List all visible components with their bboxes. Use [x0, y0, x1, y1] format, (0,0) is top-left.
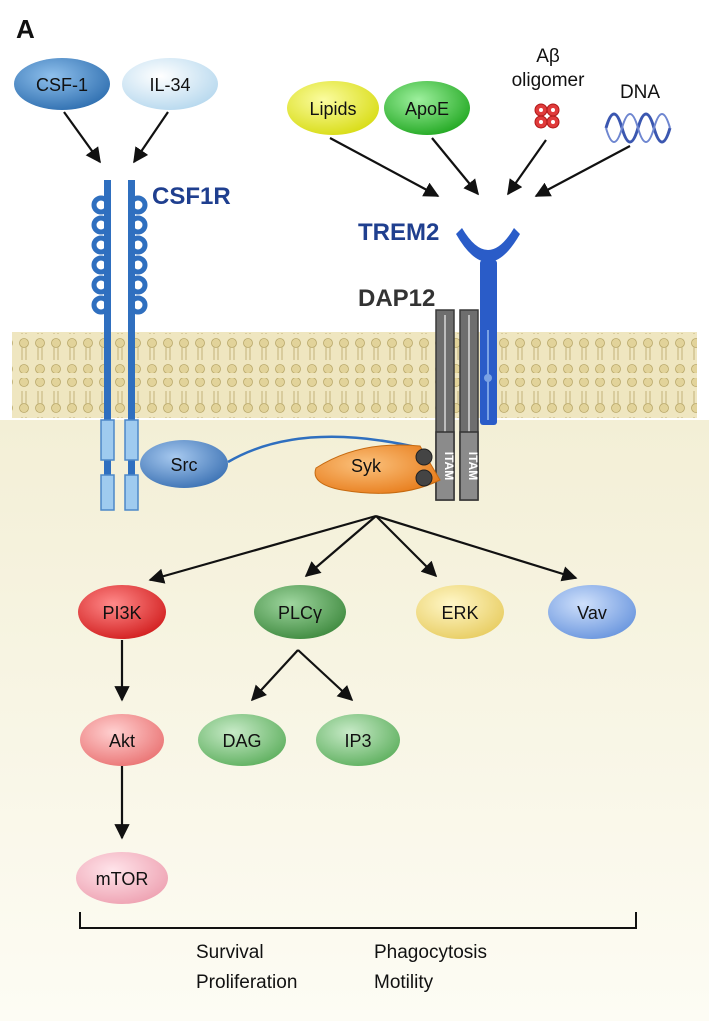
outcome-survival: Survival	[196, 942, 264, 963]
phospho-icon-2	[415, 469, 433, 487]
trem2-receptor	[456, 228, 520, 425]
outcome-phagocytosis: Phagocytosis	[374, 942, 487, 963]
src-syk-link	[227, 435, 421, 464]
plcy-node	[254, 585, 346, 639]
outcome-bracket	[79, 912, 637, 929]
syk-node	[314, 444, 441, 494]
ip3-node	[316, 714, 400, 766]
dag-node	[198, 714, 286, 766]
apoe-node	[384, 81, 470, 135]
outcome-proliferation: Proliferation	[196, 972, 297, 993]
erk-node	[416, 585, 504, 639]
dag-label: DAG	[222, 731, 261, 751]
src-node	[140, 440, 228, 488]
trem2-label: TREM2	[358, 219, 439, 246]
syk-label: Syk	[351, 456, 382, 476]
mtor-label: mTOR	[96, 869, 149, 889]
arrow-to-pi3k	[148, 514, 377, 584]
arrow-to-vav	[375, 514, 578, 582]
vav-label: Vav	[577, 603, 607, 623]
cell-membrane	[12, 332, 697, 418]
ip3-label: IP3	[344, 731, 371, 751]
itam-label-2: ITAM	[466, 452, 480, 480]
arrow-to-erk	[375, 515, 438, 578]
csf1r-label: CSF1R	[152, 183, 231, 210]
abeta-label-line1: Aβ	[536, 46, 560, 67]
phospho-icon-1	[415, 448, 433, 466]
erk-label: ERK	[441, 603, 478, 623]
akt-label: Akt	[109, 731, 135, 751]
dna-helix-icon	[604, 112, 672, 144]
vav-node	[548, 585, 636, 639]
abeta-oligomer-icon	[534, 103, 560, 129]
downstream-arrows	[114, 514, 578, 840]
src-label: Src	[171, 455, 198, 475]
arrow-abeta-trem2	[507, 139, 547, 196]
dna-label: DNA	[620, 82, 660, 103]
arrow-il34-csf1r	[133, 111, 169, 164]
itam-label-1: ITAM	[442, 452, 456, 480]
mtor-node	[76, 852, 168, 904]
pi3k-label: PI3K	[102, 603, 141, 623]
arrow-to-plcy	[304, 515, 377, 578]
ligand-arrows	[63, 111, 631, 197]
apoe-label: ApoE	[405, 99, 449, 119]
arrow-dna-trem2	[534, 145, 631, 197]
dap12-label: DAP12	[358, 285, 435, 312]
il34-label: IL-34	[149, 75, 190, 95]
dap12-adaptor	[435, 309, 479, 501]
arrow-lipids-trem2	[329, 137, 440, 197]
arrow-plcy-dag	[250, 649, 299, 702]
outcome-motility: Motility	[374, 972, 434, 993]
akt-node	[80, 714, 164, 766]
lipids-node	[287, 81, 379, 135]
pi3k-node	[78, 585, 166, 639]
arrow-plcy-ip3	[297, 649, 354, 702]
il34-node	[122, 58, 218, 110]
abeta-label-line2: oligomer	[512, 70, 586, 91]
csf1-node	[14, 58, 110, 110]
plcy-label: PLCγ	[278, 603, 322, 623]
arrow-apoe-trem2	[431, 137, 479, 196]
arrow-csf1-csf1r	[63, 111, 101, 164]
csf1r-receptor	[91, 180, 148, 511]
panel-label: A	[16, 14, 35, 44]
csf1-label: CSF-1	[36, 75, 88, 95]
lipids-label: Lipids	[309, 99, 356, 119]
